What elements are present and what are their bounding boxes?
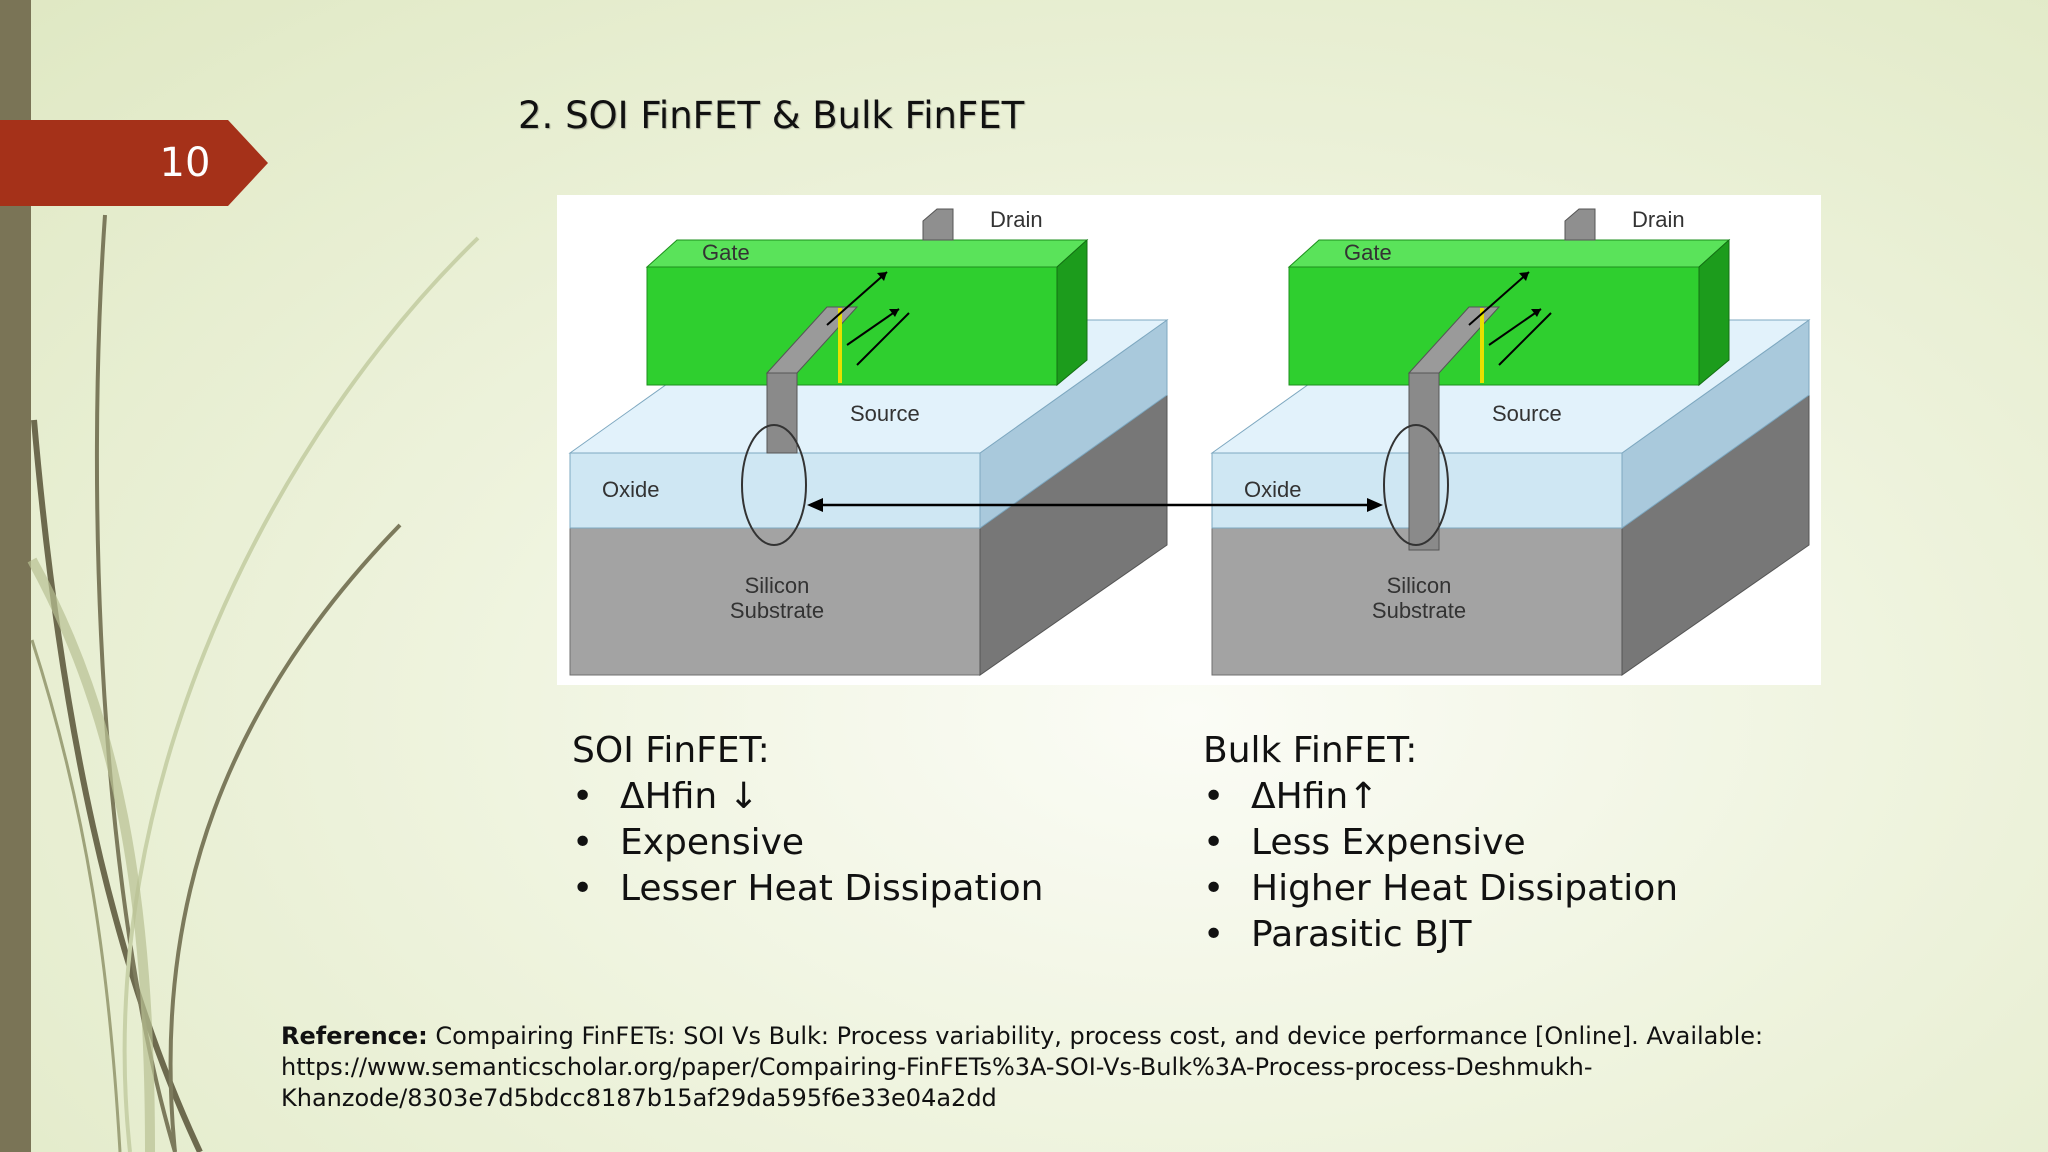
right-substrate-label-2: Substrate [1372, 598, 1466, 623]
bullet-icon: • [572, 868, 594, 909]
left-drain-label: Drain [990, 207, 1043, 232]
slide-number: 10 [159, 140, 211, 186]
list-item: • Lesser Heat Dissipation [572, 866, 1132, 912]
right-substrate-label-1: Silicon [1387, 573, 1452, 598]
bullet-icon: • [1203, 822, 1225, 863]
finfet-diagram-svg: Gate Drain Source Oxide Silicon Substrat… [568, 207, 1811, 676]
slide-title: 2. SOI FinFET & Bulk FinFET [518, 94, 1025, 137]
right-oxide-label: Oxide [1244, 477, 1301, 502]
bullet-icon: • [1203, 776, 1225, 817]
reference-line-1: Reference: Compairing FinFETs: SOI Vs Bu… [281, 1021, 1763, 1052]
right-gate-label: Gate [1344, 240, 1392, 265]
bulk-finfet-list: Bulk FinFET: • ΔHfin↑ • Less Expensive • Hi… [1203, 728, 1763, 958]
comparison-arrow [807, 498, 1383, 512]
bullet-icon: • [572, 776, 594, 817]
list-item: • ΔHfin↑ [1203, 774, 1763, 820]
finfet-diagram: Gate Drain Source Oxide Silicon Substrat… [557, 195, 1821, 685]
soi-item-3: Lesser Heat Dissipation [620, 868, 1044, 909]
list-item: • ΔHfin ↓ [572, 774, 1132, 820]
list-item: • Expensive [572, 820, 1132, 866]
decorative-curves [27, 214, 480, 1152]
list-item: • Less Expensive [1203, 820, 1763, 866]
bulk-item-3: Higher Heat Dissipation [1251, 868, 1679, 909]
soi-item-1: ΔHfin ↓ [620, 776, 759, 817]
left-substrate-label-2: Substrate [730, 598, 824, 623]
right-source-label: Source [1492, 401, 1562, 426]
bullet-icon: • [1203, 914, 1225, 955]
left-substrate-label-1: Silicon [745, 573, 810, 598]
soi-item-2: Expensive [620, 822, 805, 863]
right-drain-label: Drain [1632, 207, 1685, 232]
soi-heading: SOI FinFET: [572, 730, 770, 771]
bulk-item-4: Parasitic BJT [1251, 914, 1472, 955]
reference-url-line-3[interactable]: Khanzode/8303e7d5bdcc8187b15af29da595f6e… [281, 1084, 997, 1112]
list-item: • Higher Heat Dissipation [1203, 866, 1763, 912]
bullet-icon: • [572, 822, 594, 863]
reference-label: Reference: [281, 1022, 428, 1050]
reference-text-1: Compairing FinFETs: SOI Vs Bulk: Process… [435, 1022, 1764, 1050]
reference-citation: Reference: Compairing FinFETs: SOI Vs Bu… [281, 1021, 1763, 1114]
soi-finfet-list: SOI FinFET: • ΔHfin ↓ • Expensive • Lesser … [572, 728, 1132, 912]
left-source-label: Source [850, 401, 920, 426]
soi-finfet-structure: Gate Drain Source Oxide Silicon Substrat… [568, 207, 1169, 676]
left-gate-label: Gate [702, 240, 750, 265]
bullet-icon: • [1203, 868, 1225, 909]
list-item: • Parasitic BJT [1203, 912, 1763, 958]
left-oxide-label: Oxide [602, 477, 659, 502]
bulk-item-1: ΔHfin↑ [1251, 776, 1379, 817]
bulk-finfet-structure: Gate Drain Source Oxide Silicon Substrat… [1210, 207, 1811, 676]
bulk-item-2: Less Expensive [1251, 822, 1526, 863]
bulk-heading: Bulk FinFET: [1203, 730, 1418, 771]
slide-number-badge [0, 120, 268, 206]
reference-url-line-2[interactable]: https://www.semanticscholar.org/paper/Co… [281, 1053, 1593, 1081]
